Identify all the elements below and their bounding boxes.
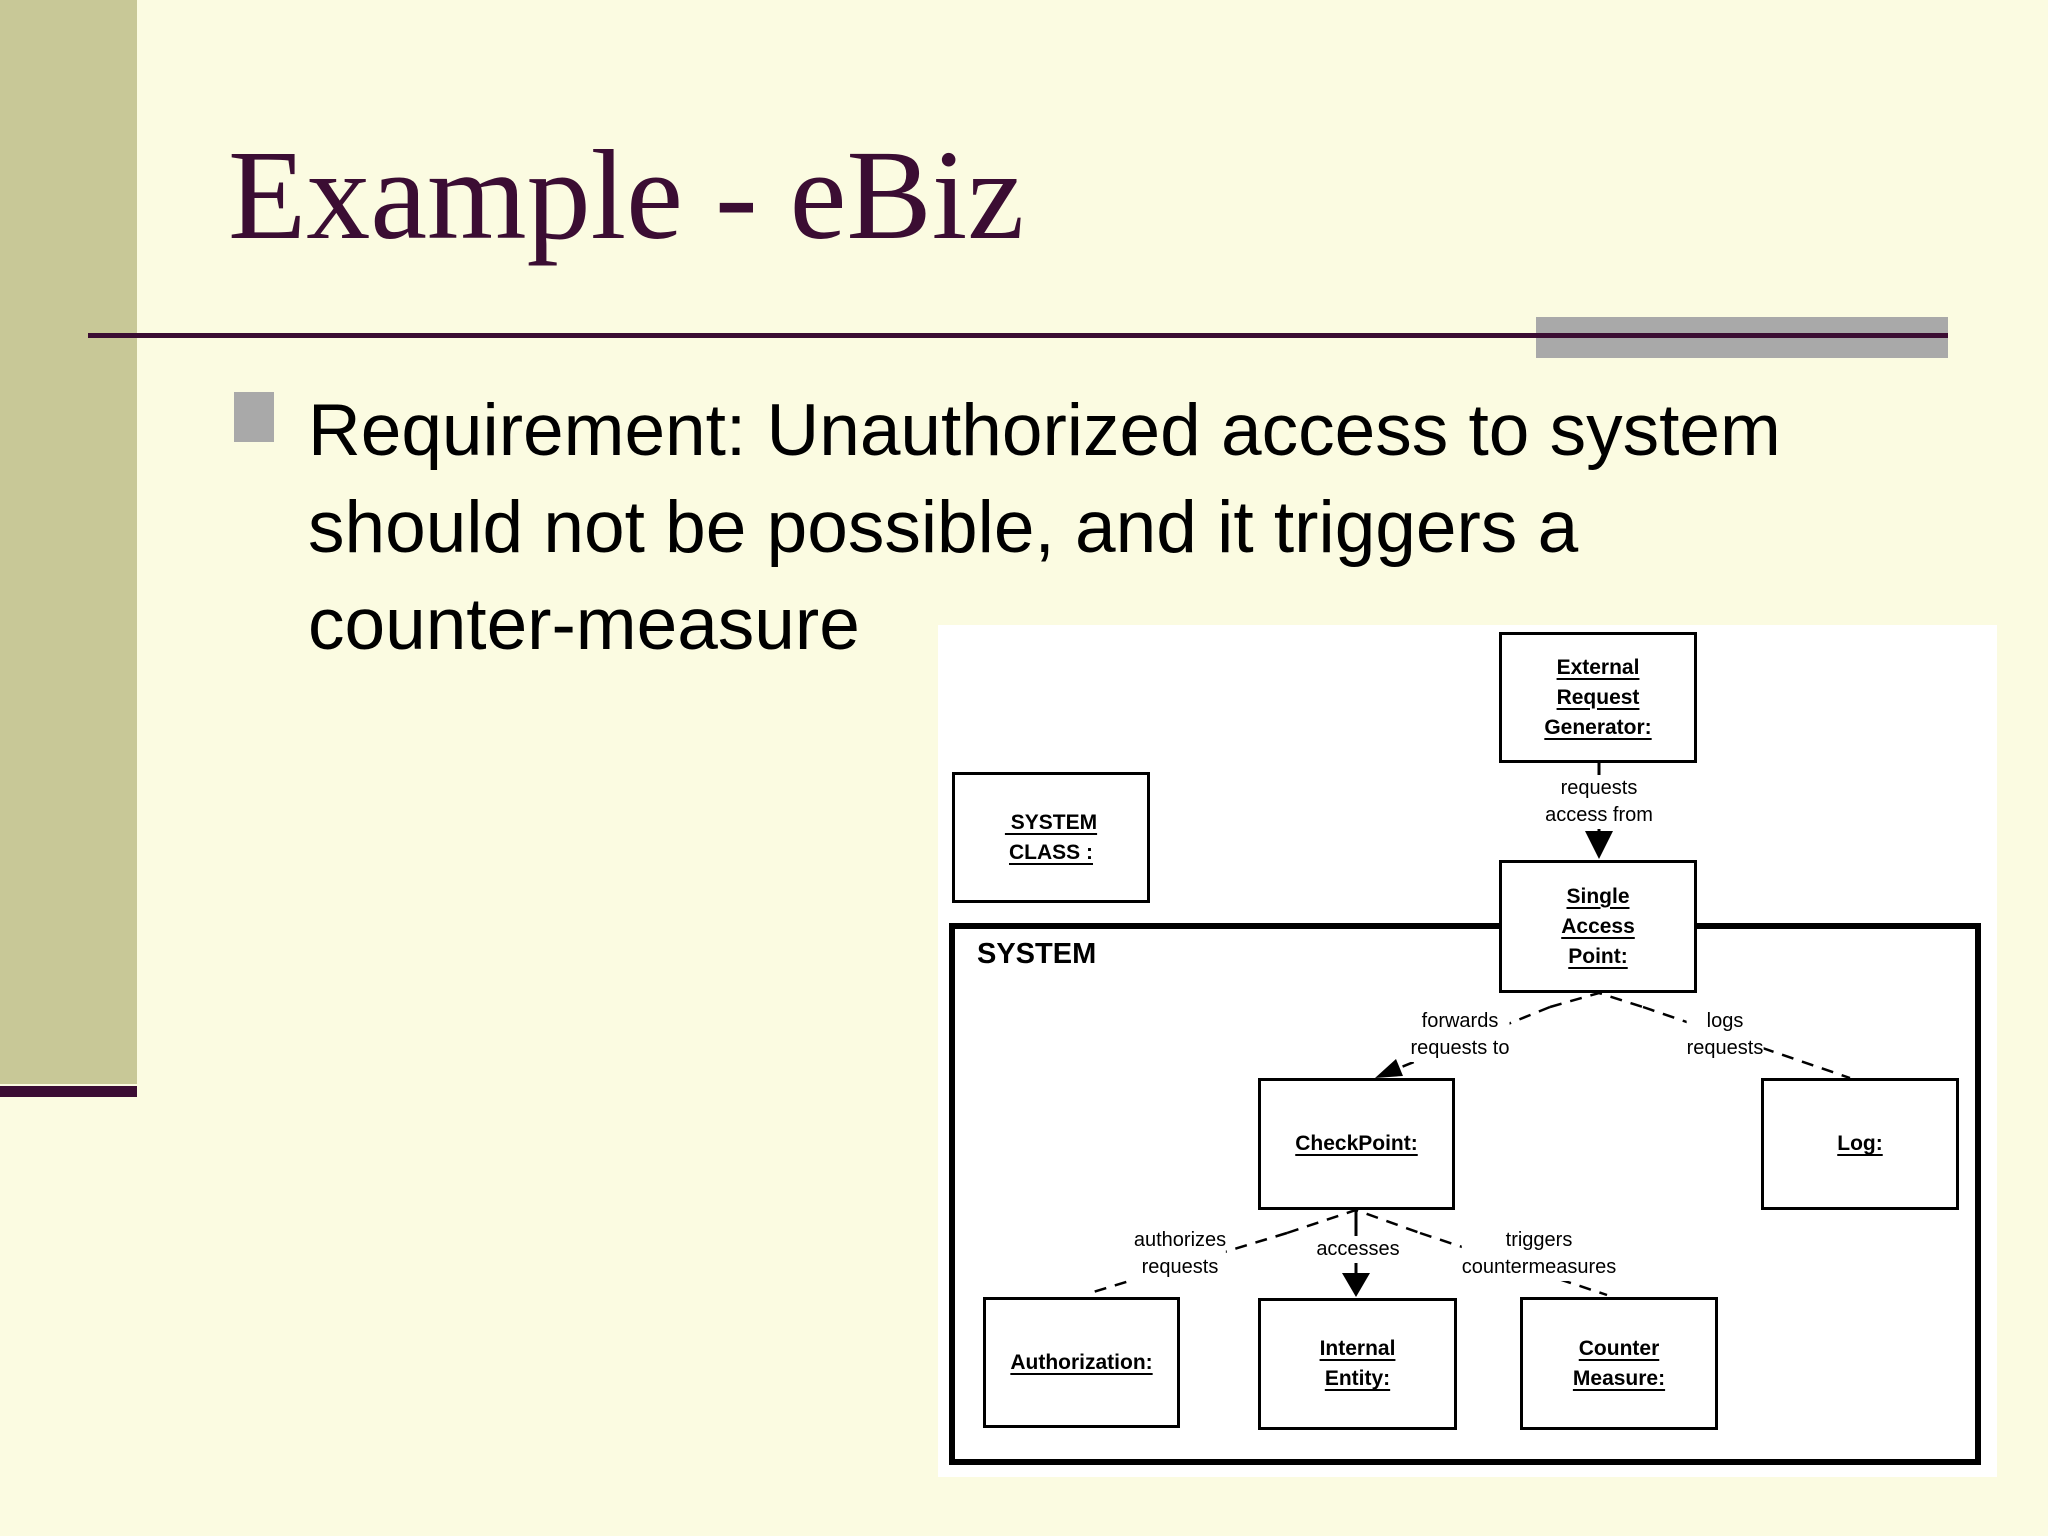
- node-external-request-generator: External Request Generator:: [1499, 632, 1697, 763]
- arrowhead-to-internal-entity: [1342, 1273, 1370, 1297]
- edge-line-authorizes-requests: [1089, 1231, 1288, 1295]
- node-log: Log:: [1761, 1078, 1959, 1210]
- system-container-box: [949, 923, 1981, 1465]
- bullet-line-2: should not be possible, and it triggers …: [308, 487, 1579, 568]
- bullet-line-1: Requirement: Unauthorized access to syst…: [308, 390, 1781, 471]
- uml-diagram-panel: requests access from forwards requests t…: [938, 625, 1997, 1477]
- page-title: Example - eBiz: [228, 124, 1025, 266]
- arrowhead-to-checkpoint: [1375, 1059, 1403, 1078]
- edge-label-accesses: accesses: [1316, 1236, 1400, 1263]
- divider-line: [88, 333, 1948, 338]
- edge-label-logs-requests: logs requests: [1686, 1008, 1764, 1062]
- bullet-marker: [234, 392, 274, 442]
- node-system-class: SYSTEM CLASS :: [952, 772, 1150, 903]
- node-single-access-point: Single Access Point:: [1499, 860, 1697, 993]
- left-accent-band: [0, 0, 137, 1084]
- node-authorization: Authorization:: [983, 1297, 1180, 1428]
- edge-label-requests-access-from: requests access from: [1545, 775, 1653, 829]
- edge-label-forwards-requests-to: forwards requests to: [1410, 1008, 1510, 1062]
- left-accent-band-foot: [0, 1086, 137, 1097]
- bullet-line-3: counter-measure: [308, 584, 860, 665]
- system-container-label: SYSTEM: [977, 938, 1097, 970]
- edge-line-triggers-countermeasures: [1419, 1231, 1608, 1297]
- edge-label-triggers-countermeasures: triggers countermeasures: [1461, 1227, 1617, 1281]
- node-counter-measure: Counter Measure:: [1520, 1297, 1718, 1430]
- node-internal-entity: Internal Entity:: [1258, 1298, 1457, 1430]
- bullet-text: Requirement: Unauthorized access to syst…: [308, 382, 1948, 673]
- edge-label-authorizes-requests: authorizes requests: [1133, 1227, 1227, 1281]
- arrowhead-to-single-access-point: [1585, 831, 1613, 859]
- fork-single-access-point: [1549, 991, 1644, 1009]
- node-checkpoint: CheckPoint:: [1258, 1078, 1455, 1210]
